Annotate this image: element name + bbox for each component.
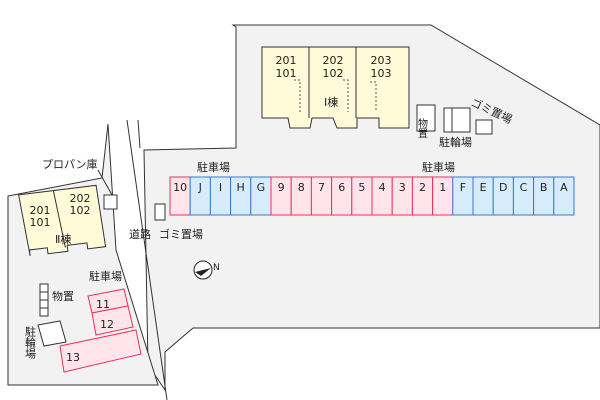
parking-slot-13-label: 13 [66, 351, 80, 364]
lower-parking: 11 12 13 [59, 288, 142, 373]
parking-label-b: 駐車場 [422, 160, 455, 174]
b1-unit2-upper: 202 [323, 54, 344, 67]
parking-slot-label-F: F [460, 181, 466, 194]
parking-slot-label-J: J [198, 181, 202, 194]
building-1: 201 101 202 102 203 103 Ⅰ棟 [261, 46, 410, 129]
parking-label-c: 駐車場 [89, 269, 122, 283]
b1-unit1-upper: 201 [276, 54, 297, 67]
parking-slot-label-8: 8 [298, 181, 305, 194]
garbage-2-label: ゴミ置場 [159, 227, 203, 241]
storage-1-label: 物置 [416, 117, 428, 138]
parking-slot-label-H: H [237, 181, 245, 194]
b1-unit3-lower: 103 [371, 67, 392, 80]
storage-1 [416, 104, 436, 132]
b1-unit1-lower: 101 [276, 67, 297, 80]
bike-shed-1-label: 駐輪場 [439, 135, 472, 149]
building-2: 201 101 202 102 Ⅱ棟 [18, 184, 107, 256]
road-label: 道路 [129, 227, 151, 241]
parking-slot-label-E: E [480, 181, 487, 194]
parking-slot-label-6: 6 [338, 181, 345, 194]
parking-slot-12-label: 12 [100, 318, 114, 331]
parking-slot-13 [59, 329, 142, 373]
garbage-2 [154, 203, 166, 221]
parking-slot-label-10: 10 [173, 181, 187, 194]
parking-slot-label-7: 7 [318, 181, 325, 194]
road-edge-left [126, 119, 168, 400]
svg-text:N: N [213, 263, 220, 273]
parking-slot-label-I: I [219, 181, 222, 194]
b2-unit2-lower: 102 [70, 204, 91, 217]
parking-slot-11-label: 11 [96, 298, 110, 311]
parking-slot-label-4: 4 [379, 181, 386, 194]
parking-slot-label-2: 2 [419, 181, 426, 194]
parking-slot-label-G: G [257, 181, 266, 194]
road-edge-right [137, 119, 141, 149]
parking-slot-label-5: 5 [358, 181, 365, 194]
garbage-1 [475, 119, 493, 135]
bike-shed-2 [37, 320, 67, 347]
parking-slot-label-A: A [560, 181, 568, 194]
parking-slot-label-9: 9 [278, 181, 285, 194]
propane-storage [103, 194, 118, 210]
b1-unit3-upper: 203 [371, 54, 392, 67]
parking-slot-label-D: D [499, 181, 507, 194]
b2-unit1-lower: 101 [30, 216, 51, 229]
parking-slot-label-1: 1 [439, 181, 446, 194]
building-2-label: Ⅱ棟 [55, 232, 71, 246]
parking-slot-12 [91, 305, 134, 336]
b2-unit1-upper: 201 [30, 204, 51, 217]
storage-2-label: 物置 [52, 289, 74, 303]
propane-label: プロパン庫 [42, 157, 98, 171]
parking-slot-label-B: B [540, 181, 548, 194]
parking-slot-label-C: C [520, 181, 528, 194]
north-arrow-icon: N [193, 260, 220, 280]
parking-slot-A [553, 176, 575, 216]
b1-unit2-lower: 102 [323, 67, 344, 80]
parking-label-a: 駐車場 [197, 160, 230, 174]
building-1-label: Ⅰ棟 [324, 95, 338, 109]
parking-slot-label-3: 3 [399, 181, 406, 194]
b2-unit2-upper: 202 [70, 192, 91, 205]
bike-shed-2-label: 駐輪場 [24, 325, 37, 360]
